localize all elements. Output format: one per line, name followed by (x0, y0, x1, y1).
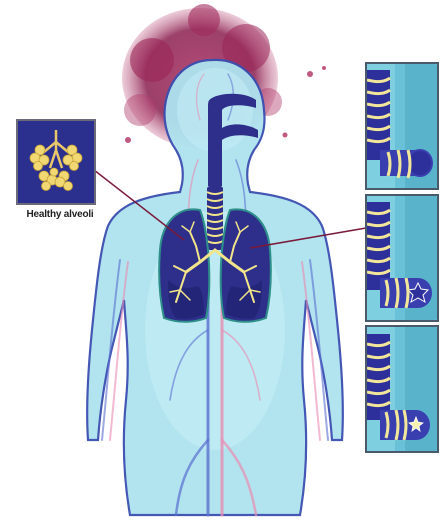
airway-panel-inflamed (366, 195, 440, 321)
alveoli-caption: Healthy alveoli (17, 209, 103, 220)
right-lung (221, 209, 271, 321)
trachea (207, 186, 223, 250)
airway-panel-narrowed (366, 326, 440, 452)
airway-panel-normal (366, 63, 440, 189)
alveoli-inset (17, 120, 95, 204)
